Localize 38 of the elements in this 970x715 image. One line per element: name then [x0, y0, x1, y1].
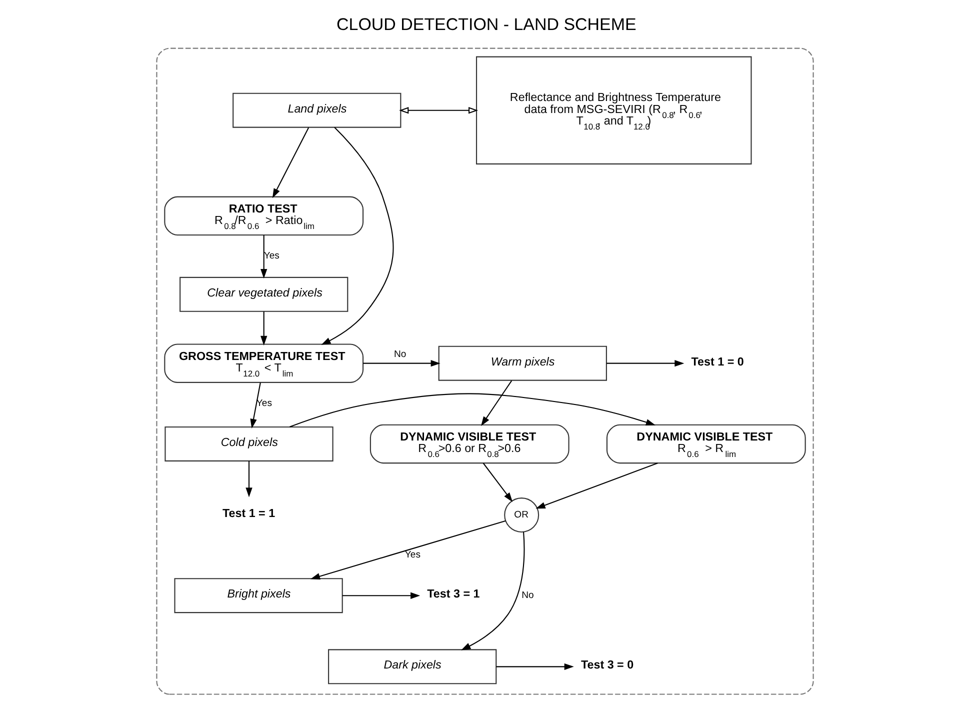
edge-label: No: [522, 590, 534, 601]
arrow: [481, 380, 512, 426]
edge-label: Yes: [404, 550, 420, 561]
node-box: DYNAMIC VISIBLE TEST R$_{0.6}$>0.6 or R$_{0.8}$>0.6: [370, 424, 570, 464]
node-box: Cold pixels: [164, 426, 334, 462]
node-box: Bright pixels: [174, 578, 343, 614]
node-box: Land pixels: [232, 92, 402, 128]
arrow: [290, 393, 656, 428]
cluster: [156, 48, 814, 695]
node-text: Test 3 = 1: [427, 588, 480, 601]
arrow: [260, 312, 268, 346]
node-text: Test 1 = 0: [691, 355, 744, 368]
arrow: [272, 127, 310, 198]
arrow: [260, 235, 268, 279]
node-box: Clear vegetated pixels: [180, 276, 348, 312]
node-box: DYNAMIC VISIBLE TEST R$_{0.6}$ > R$_{lim}$: [606, 424, 806, 464]
node-circle: OR: [504, 498, 540, 532]
arrow: [321, 127, 394, 345]
node-text: Test 3 = 0: [580, 658, 634, 672]
arrow: [606, 360, 684, 367]
arrow: [461, 532, 525, 650]
arrow: [363, 360, 440, 367]
node-box: Warm pixels: [438, 346, 607, 381]
node-box: GROSS TEMPERATURE TEST T$_{12.0}$ < T$_{lim}$: [164, 344, 364, 383]
node-box: Dark pixels: [328, 649, 497, 684]
arrow: [246, 461, 252, 498]
arrow: [399, 107, 478, 114]
arrow: [496, 663, 574, 670]
arrow: [536, 462, 658, 509]
edge-label: No: [394, 349, 406, 360]
diagram-title: CLOUD DETECTION - LAND SCHEME: [336, 15, 636, 34]
arrow: [310, 520, 506, 580]
node-text: Test 1 = 1: [222, 506, 276, 520]
arrow: [250, 382, 261, 428]
arrow: [482, 462, 513, 502]
edge-label: Yes: [256, 398, 272, 409]
arrow: [342, 592, 420, 599]
node-box: RATIO TEST R$_{0.8}$/R$_{0.6}$ > Ratio$_{lim}$: [164, 196, 364, 236]
